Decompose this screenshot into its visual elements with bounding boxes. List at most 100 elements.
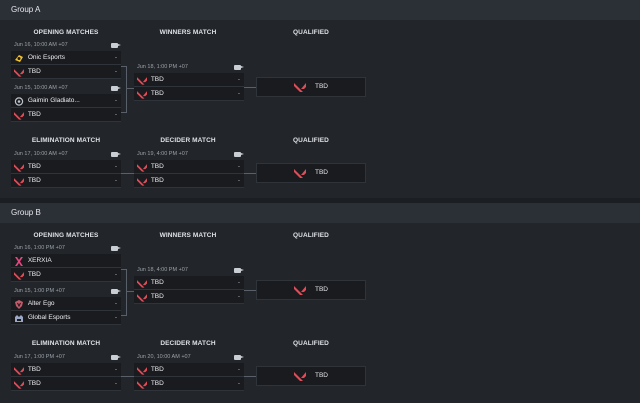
- team-row[interactable]: TBD -: [11, 377, 121, 391]
- team-score: -: [237, 90, 240, 97]
- column-title-opening: OPENING MATCHES: [33, 29, 99, 36]
- team-row[interactable]: TBD -: [134, 73, 244, 87]
- valorant-logo-icon: [137, 380, 147, 389]
- column-title-opening: OPENING MATCHES: [33, 232, 99, 239]
- column-title-qualified: QUALIFIED: [293, 340, 329, 347]
- bracket-connector: [244, 87, 256, 88]
- match-decider[interactable]: Jun 20, 10:00 AM +07 TBD - TBD -: [134, 352, 244, 391]
- team-row[interactable]: Gaimin Gladiato... -: [11, 94, 121, 108]
- video-camera-icon[interactable]: [234, 152, 244, 157]
- team-name: TBD: [150, 380, 164, 387]
- team-row[interactable]: TBD -: [134, 160, 244, 174]
- team-score: -: [237, 293, 240, 300]
- team-row[interactable]: Alter Ego -: [11, 297, 121, 311]
- match-opening-1[interactable]: Jun 16, 1:00 PM +07 XERXIA TBD -: [11, 243, 121, 282]
- match-decider[interactable]: Jun 19, 4:00 PM +07 TBD - TBD -: [134, 149, 244, 188]
- video-camera-icon[interactable]: [111, 355, 121, 360]
- team-name: TBD: [27, 380, 41, 387]
- bracket-connector: [121, 173, 134, 174]
- match-winners[interactable]: Jun 18, 4:00 PM +07 TBD - TBD -: [134, 265, 244, 304]
- qualified-slot-2[interactable]: TBD: [256, 366, 366, 386]
- valorant-logo-icon: [14, 68, 24, 77]
- match-time: Jun 16, 10:00 AM +07: [11, 40, 121, 51]
- team-row[interactable]: TBD -: [11, 268, 121, 282]
- team-name: Alter Ego: [27, 300, 55, 307]
- team-score: -: [114, 271, 117, 278]
- column-title-winners: WINNERS MATCH: [159, 29, 217, 36]
- group-a-header: Group A: [0, 0, 640, 20]
- match-time: Jun 17, 10:00 AM +07: [11, 149, 121, 160]
- team-row[interactable]: TBD -: [134, 87, 244, 101]
- team-score: -: [114, 163, 117, 170]
- bracket-connector: [244, 173, 256, 174]
- column-title-elimination: ELIMINATION MATCH: [31, 340, 101, 347]
- video-camera-icon[interactable]: [111, 86, 121, 91]
- column-title-decider: DECIDER MATCH: [160, 137, 216, 144]
- video-camera-icon[interactable]: [234, 268, 244, 273]
- team-row[interactable]: TBD -: [11, 174, 121, 188]
- team-score: -: [237, 163, 240, 170]
- match-time: Jun 18, 4:00 PM +07: [134, 265, 244, 276]
- match-opening-2[interactable]: Jun 15, 1:00 PM +07 Alter Ego - Global E…: [11, 286, 121, 325]
- group-b-header: Group B: [0, 203, 640, 223]
- valorant-logo-icon: [294, 83, 306, 92]
- team-row[interactable]: TBD -: [134, 174, 244, 188]
- team-row[interactable]: TBD -: [11, 160, 121, 174]
- video-camera-icon[interactable]: [111, 43, 121, 48]
- qualified-slot-1[interactable]: TBD: [256, 77, 366, 97]
- qualified-slot-2[interactable]: TBD: [256, 163, 366, 183]
- qualified-slot-1[interactable]: TBD: [256, 280, 366, 300]
- bracket-connector: [121, 269, 127, 316]
- match-time: Jun 17, 1:00 PM +07: [11, 352, 121, 363]
- team-score: -: [114, 314, 117, 321]
- team-score: -: [114, 300, 117, 307]
- video-camera-icon[interactable]: [111, 246, 121, 251]
- valorant-logo-icon: [14, 177, 24, 186]
- team-score: -: [114, 366, 117, 373]
- valorant-logo-icon: [294, 372, 306, 381]
- match-elimination[interactable]: Jun 17, 10:00 AM +07 TBD - TBD -: [11, 149, 121, 188]
- match-opening-1[interactable]: Jun 16, 10:00 AM +07 Onic Esports - TBD …: [11, 40, 121, 79]
- match-elimination[interactable]: Jun 17, 1:00 PM +07 TBD - TBD -: [11, 352, 121, 391]
- team-row[interactable]: TBD -: [134, 377, 244, 391]
- video-camera-icon[interactable]: [234, 65, 244, 70]
- valorant-logo-icon: [137, 76, 147, 85]
- video-camera-icon[interactable]: [111, 152, 121, 157]
- gaimin-logo-icon: [14, 96, 24, 106]
- video-camera-icon[interactable]: [234, 355, 244, 360]
- bracket-connector: [127, 88, 134, 89]
- team-row[interactable]: Global Esports -: [11, 311, 121, 325]
- valorant-logo-icon: [137, 293, 147, 302]
- global-esports-logo-icon: [15, 314, 23, 322]
- team-row[interactable]: Onic Esports -: [11, 51, 121, 65]
- team-name: TBD: [150, 366, 164, 373]
- team-row[interactable]: TBD -: [134, 276, 244, 290]
- match-opening-2[interactable]: Jun 15, 10:00 AM +07 Gaimin Gladiato... …: [11, 83, 121, 122]
- match-time: Jun 18, 1:00 PM +07: [134, 62, 244, 73]
- group-b-bracket: OPENING MATCHES WINNERS MATCH QUALIFIED …: [0, 223, 640, 403]
- bracket-connector: [127, 291, 134, 292]
- team-name: TBD: [150, 90, 164, 97]
- team-score: -: [237, 177, 240, 184]
- team-row[interactable]: TBD -: [134, 290, 244, 304]
- bracket-connector: [244, 376, 256, 377]
- match-winners[interactable]: Jun 18, 1:00 PM +07 TBD - TBD -: [134, 62, 244, 101]
- video-camera-icon[interactable]: [111, 289, 121, 294]
- team-name: TBD: [27, 366, 41, 373]
- team-row[interactable]: TBD -: [11, 65, 121, 79]
- team-score: -: [114, 177, 117, 184]
- valorant-logo-icon: [137, 366, 147, 375]
- bracket-connector: [244, 290, 256, 291]
- team-row[interactable]: TBD -: [11, 363, 121, 377]
- team-name: TBD: [150, 177, 164, 184]
- team-name: XERXIA: [27, 257, 52, 264]
- column-title-winners: WINNERS MATCH: [159, 232, 217, 239]
- team-score: -: [114, 68, 117, 75]
- team-name: TBD: [150, 279, 164, 286]
- team-row[interactable]: XERXIA: [11, 254, 121, 268]
- column-title-qualified: QUALIFIED: [293, 137, 329, 144]
- column-title-qualified: QUALIFIED: [293, 29, 329, 36]
- team-row[interactable]: TBD -: [11, 108, 121, 122]
- team-score: -: [237, 76, 240, 83]
- team-row[interactable]: TBD -: [134, 363, 244, 377]
